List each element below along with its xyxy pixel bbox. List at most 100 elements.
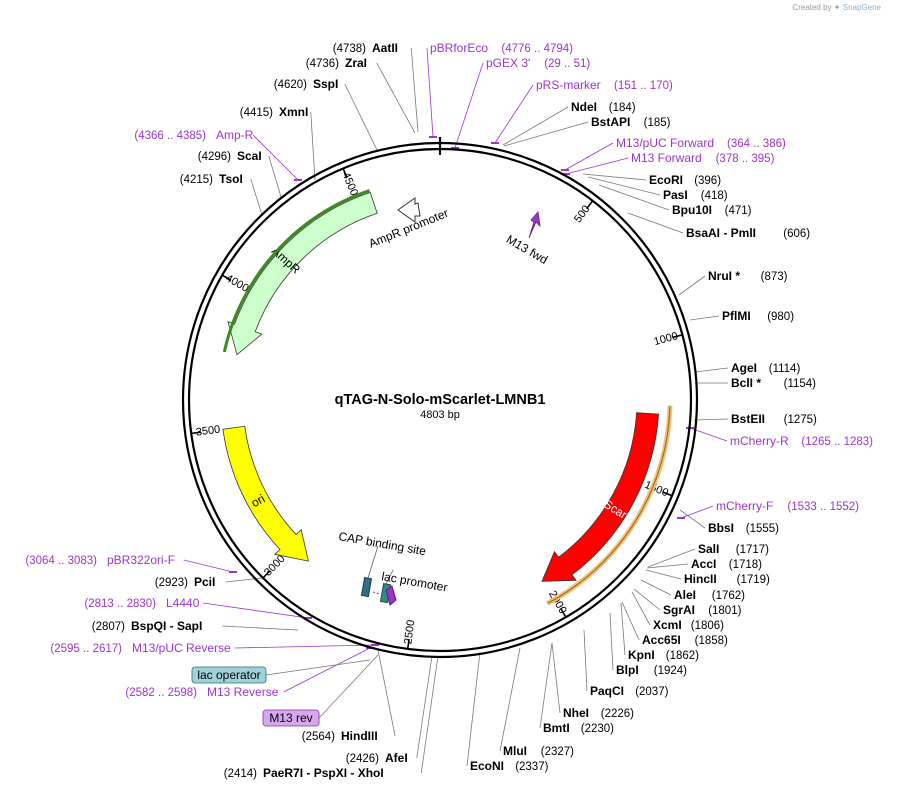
enzyme-name: BspQI - SapI [131, 619, 202, 633]
enzyme-leader-nhei [551, 642, 561, 714]
enzyme-position: (418) [701, 190, 728, 202]
enzyme-name: AccI [691, 557, 716, 571]
enzyme-name: AatII [372, 41, 398, 55]
enzyme-position: (606) [783, 228, 810, 240]
tick-3000 [262, 570, 271, 579]
enzyme-leader-paer7i-pspxi-xhoi [420, 655, 439, 774]
enzyme-site-sali: SalI(1717) [698, 542, 769, 556]
enzyme-position: (873) [761, 271, 788, 283]
enzyme-name: BstAPI [591, 115, 630, 129]
enzyme-leader-acci [646, 563, 689, 569]
enzyme-position: (4736) [306, 58, 339, 70]
primer-mcherry-r: mCherry-R (1265 .. 1283) [730, 434, 873, 448]
tick-2500 [406, 638, 410, 650]
m13-fwd-label: M13 fwd [504, 232, 550, 267]
enzyme-leader-sspi [344, 83, 379, 153]
enzyme-name: KpnI [628, 648, 655, 662]
boxed-label-text: M13 rev [269, 711, 312, 725]
enzyme-leader-bspqi-sapi [222, 625, 299, 631]
enzyme-leader-sgrai [633, 588, 661, 611]
enzyme-position: (2337) [515, 761, 548, 773]
enzyme-site-paqci: PaqCI(2037) [590, 684, 669, 698]
cap-binding-site-label: CAP binding site [337, 529, 427, 558]
enzyme-site-zrai: ZraI(4736) [306, 56, 367, 70]
boxed-label-lac-operator: lac operator [191, 666, 267, 684]
enzyme-site-bbsi: BbsI(1555) [708, 521, 779, 535]
primer-m13-forward: M13 Forward(378 .. 395) [631, 151, 775, 165]
tick-2000 [560, 608, 567, 618]
enzyme-position: (2807) [92, 621, 125, 633]
enzyme-leader-xmni [310, 111, 316, 181]
feature-ori-label: ori [249, 491, 267, 510]
primer-leader-pbrforeco [426, 47, 434, 138]
enzyme-position: (1114) [769, 363, 801, 375]
enzyme-leader-tsoi [250, 178, 263, 216]
enzyme-position: (1718) [729, 559, 762, 571]
enzyme-site-bstapi: BstAPI(185) [591, 115, 671, 129]
enzyme-position: (2230) [581, 723, 614, 735]
enzyme-position: (4620) [274, 79, 307, 91]
enzyme-position: (2327) [541, 746, 574, 758]
enzyme-site-scai: ScaI(4296) [198, 149, 262, 163]
enzyme-leader-hincii [645, 569, 682, 580]
enzyme-leader-pflmi [689, 315, 720, 321]
enzyme-position: (1719) [737, 574, 770, 586]
primer-leader-amp-r [252, 134, 299, 181]
primer-leader-pbr322ori-f [183, 559, 234, 573]
enzyme-position: (4415) [240, 107, 273, 119]
enzyme-site-ecori: EcoRI(396) [649, 173, 721, 187]
enzyme-leader-nrui [678, 275, 706, 296]
enzyme-site-acc65i: Acc65I(1858) [642, 633, 728, 647]
enzyme-site-sgrai: SgrAI(1801) [663, 603, 742, 617]
primer-leader-m13-puc-forward [564, 142, 614, 171]
primer-m13-puc-reverse: M13/pUC Reverse(2595 .. 2617) [50, 641, 231, 655]
enzyme-name: PflMI [722, 309, 751, 323]
primer-name: M13/pUC Forward [616, 136, 714, 150]
enzyme-position: (1862) [666, 650, 699, 662]
primer-range: (4776 .. 4794) [501, 43, 573, 55]
enzyme-site-econi: EcoNI(2337) [470, 759, 549, 773]
enzyme-position: (4215) [180, 174, 213, 186]
boxed-leader-lac-operator [265, 659, 371, 676]
primer-name: M13 Reverse [207, 685, 279, 699]
primer-pbr322ori-f: pBR322ori-F(3064 .. 3083) [25, 553, 175, 567]
enzyme-name: BlpI [616, 663, 639, 677]
primer-range: (1265 .. 1283) [801, 436, 873, 448]
enzyme-leader-bbsi [679, 509, 706, 529]
enzyme-site-kpni: KpnI (1862) [628, 648, 699, 662]
enzyme-leader-scai [268, 155, 282, 198]
enzyme-position: (4296) [198, 151, 231, 163]
tick-500 [585, 200, 594, 210]
enzyme-site-bsaai-pmli: BsaAI - PmlI (606) [686, 226, 810, 240]
enzyme-leader-agei [694, 367, 729, 373]
enzyme-leader-ecori [582, 173, 647, 181]
enzyme-name: BsaAI - PmlI [686, 226, 756, 240]
site-labels: AatII(4738)ZraI(4736)SspI(4620)XmnI(4415… [25, 41, 873, 780]
mscarlet-cds-line [547, 405, 671, 604]
leader-lines [183, 47, 729, 774]
primer-name: Amp-R [216, 128, 254, 142]
enzyme-site-bpu10i: Bpu10I(471) [672, 203, 752, 217]
enzyme-leader-econi [466, 651, 481, 767]
primer-name: L4440 [166, 596, 200, 610]
primer-name: mCherry-R [730, 434, 789, 448]
tick-4500 [342, 168, 348, 178]
lac-promoter-arrow [385, 585, 397, 606]
primer-name: pRS-marker [536, 78, 601, 92]
enzyme-position: (2426) [346, 753, 379, 765]
primer-range: (151 .. 170) [614, 80, 673, 92]
enzyme-site-acci: AccI (1718) [691, 557, 762, 571]
boxed-label-bg [262, 709, 320, 727]
enzyme-position: (1924) [654, 665, 687, 677]
enzyme-name: NdeI [571, 100, 597, 114]
enzyme-name: SalI [698, 542, 719, 556]
enzyme-leader-bsteii [693, 418, 729, 421]
enzyme-leader-mlui [499, 647, 521, 752]
enzyme-position: (471) [725, 205, 752, 217]
enzyme-name: Acc65I [642, 633, 681, 647]
enzyme-name: BbsI [708, 521, 734, 535]
enzyme-site-afei: AfeI(2426) [346, 751, 408, 765]
tick-label-1000: 1000 [653, 330, 680, 348]
enzyme-name: HincII [684, 572, 717, 586]
